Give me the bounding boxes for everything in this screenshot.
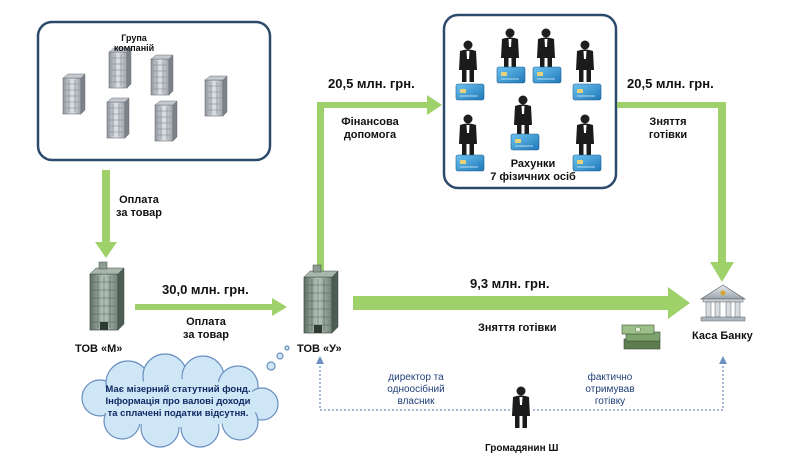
flow-u-to-bank-label: Зняття готівки — [478, 322, 557, 334]
flow-arrows — [95, 95, 734, 319]
flow-u-to-individuals-label: Фінансова допомога — [341, 116, 399, 141]
arrow-m-to-u — [135, 298, 287, 316]
dotted-arrowhead-u — [316, 356, 324, 364]
building-icon — [62, 73, 86, 115]
citizen-person-icon — [512, 386, 530, 428]
tov-u-label: ТОВ «У» — [297, 343, 342, 355]
money-icon — [621, 324, 661, 350]
building-icon — [204, 75, 228, 117]
flow-m-to-u-label: Оплата за товар — [183, 316, 229, 341]
flow-individuals-to-bank-amount: 20,5 млн. грн. — [627, 76, 714, 91]
dotted-relations — [319, 362, 724, 411]
card-icon — [510, 133, 540, 151]
flow-individuals-to-bank-label: Зняття готівки — [648, 116, 688, 141]
line-citizen-to-u — [319, 362, 510, 411]
tov-m-label: ТОВ «М» — [75, 343, 123, 355]
bank-label: Каса Банку — [692, 330, 753, 342]
building-icon — [154, 100, 178, 142]
individuals-label: Рахунки 7 фізичних осіб — [490, 158, 576, 183]
card-icon — [496, 66, 526, 84]
group-title: Група компаній — [113, 33, 155, 53]
card-icon — [572, 83, 602, 101]
relation-citizen-to-bank: фактично отримував готівку — [585, 372, 635, 407]
arrow-u-to-bank — [353, 287, 690, 319]
building-icon — [108, 47, 132, 89]
flow-u-to-bank-amount: 9,3 млн. грн. — [470, 276, 550, 291]
card-icon — [455, 83, 485, 101]
flow-u-to-individuals-amount: 20,5 млн. грн. — [328, 76, 415, 91]
building-icon — [150, 54, 174, 96]
line-citizen-to-bank — [533, 362, 724, 411]
flow-group-to-m-label: Оплата за товар — [116, 194, 162, 219]
building-icon — [106, 97, 130, 139]
citizen-label: Громадянин Ш — [485, 443, 559, 454]
note-cloud — [81, 345, 290, 448]
flow-m-to-u-amount: 30,0 млн. грн. — [162, 282, 249, 297]
arrow-u-to-individuals — [317, 95, 442, 272]
arrow-group-to-m — [95, 170, 117, 258]
card-icon — [532, 66, 562, 84]
tov-u-office-tower-icon — [303, 264, 339, 334]
note-text: Має мізерний статутний фонд. Інформація … — [105, 384, 251, 419]
individuals-accounts-box — [442, 13, 618, 190]
tov-m-office-tower-icon — [89, 261, 125, 331]
bank-icon — [700, 284, 746, 322]
relation-citizen-to-u: директор та одноосібний власник — [387, 372, 445, 407]
arrow-individuals-to-bank — [617, 102, 734, 282]
dotted-arrowhead-bank — [719, 356, 727, 364]
